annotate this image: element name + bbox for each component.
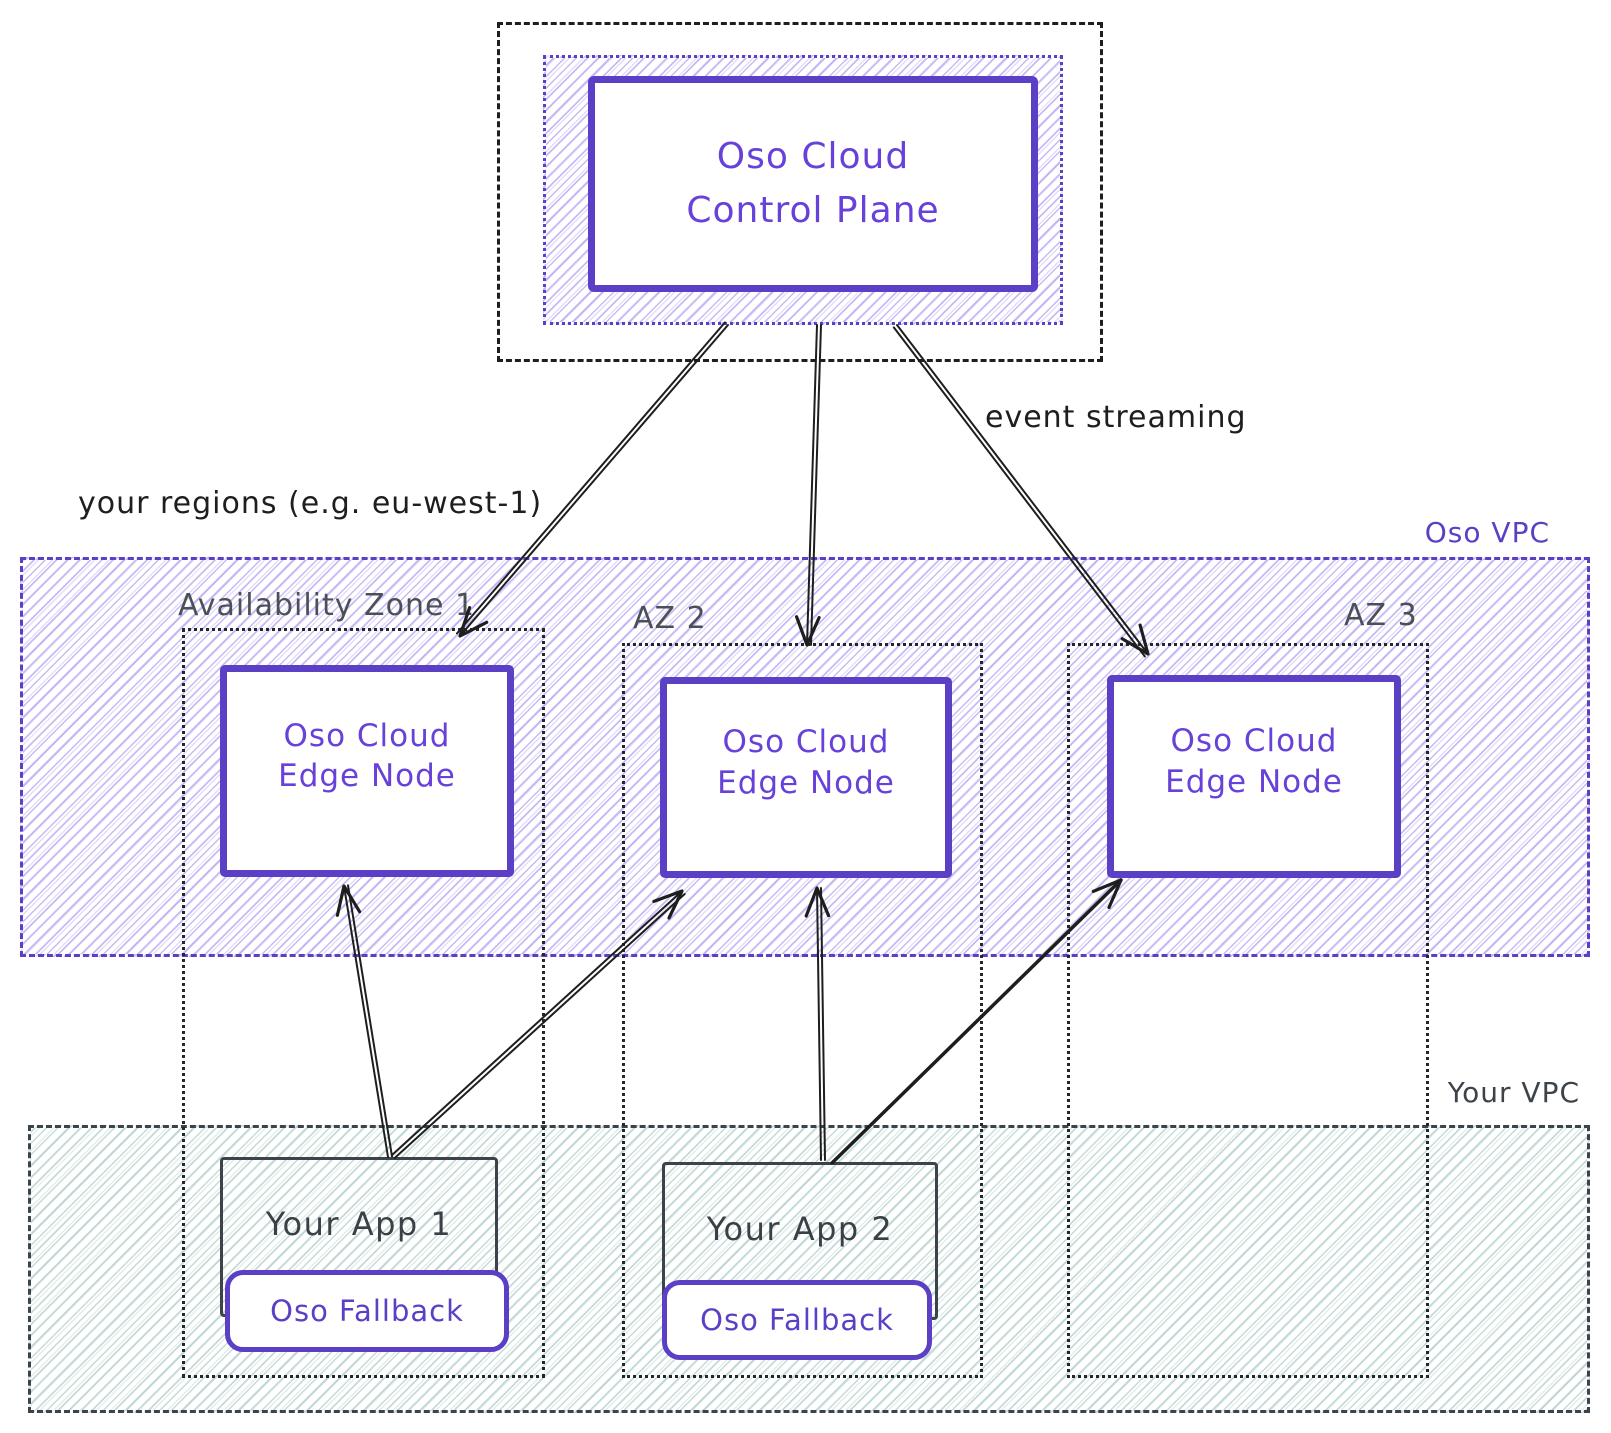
edge-node-az1-label-line2: Edge Node [278, 758, 456, 794]
oso-vpc-label: Oso VPC [1424, 516, 1550, 549]
edge-node-az3-label-line1: Oso Cloud [1170, 723, 1338, 760]
your-app-1-box: Your App 1 [220, 1157, 498, 1317]
availability-zone-1-label: Availability Zone 1 [178, 588, 476, 623]
edge-node-az2-label-line2: Edge Node [717, 764, 895, 801]
edge-node-az2-box: Oso Cloud Edge Node [660, 677, 952, 878]
control-plane-label-line2: Control Plane [686, 190, 940, 231]
oso-fallback-2-box: Oso Fallback [662, 1280, 932, 1360]
your-app-2-box: Your App 2 [662, 1162, 938, 1320]
edge-node-az1-box: Oso Cloud Edge Node [220, 665, 514, 877]
availability-zone-3-label: AZ 3 [1344, 598, 1418, 633]
edge-node-az3-box: Oso Cloud Edge Node [1107, 675, 1401, 878]
your-app-1-label: Your App 1 [265, 1205, 453, 1243]
control-plane-label: Oso Cloud Control Plane [686, 130, 939, 238]
edge-node-az2-label: Oso Cloud Edge Node [717, 722, 895, 803]
oso-fallback-1-box: Oso Fallback [225, 1270, 509, 1352]
availability-zone-2-label: AZ 2 [633, 601, 707, 636]
edge-node-az1-label-line1: Oso Cloud [283, 717, 451, 754]
your-vpc-region [28, 1125, 1590, 1413]
your-regions-label: your regions (e.g. eu-west-1) [78, 486, 543, 521]
edge-node-az3-label-line2: Edge Node [1165, 763, 1343, 800]
event-streaming-label: event streaming [985, 400, 1247, 435]
oso-cloud-control-plane-box: Oso Cloud Control Plane [588, 76, 1038, 292]
oso-fallback-2-label: Oso Fallback [700, 1303, 894, 1337]
edge-node-az2-label-line1: Oso Cloud [722, 724, 890, 761]
your-app-2-label: Your App 2 [706, 1210, 894, 1248]
oso-fallback-1-label: Oso Fallback [270, 1294, 464, 1328]
your-vpc-label: Your VPC [1447, 1076, 1580, 1109]
edge-node-az1-label: Oso Cloud Edge Node [278, 716, 456, 797]
edge-node-az3-label: Oso Cloud Edge Node [1165, 721, 1343, 802]
control-plane-group-border [497, 22, 1103, 362]
control-plane-label-line1: Oso Cloud [716, 136, 910, 177]
